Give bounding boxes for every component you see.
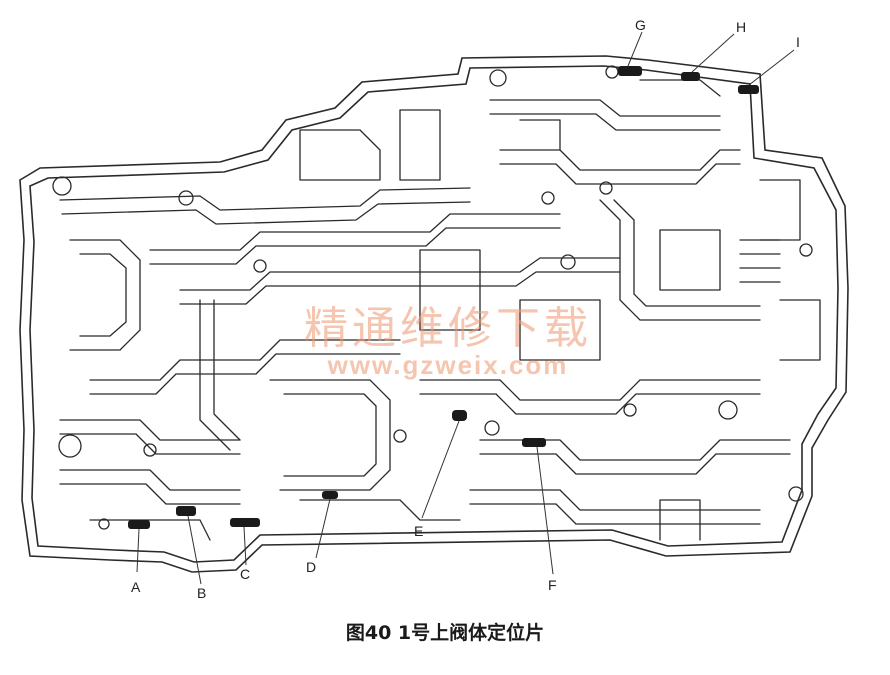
marker-e: [452, 410, 467, 421]
marker-c: [230, 518, 260, 527]
label-d: D: [306, 559, 316, 575]
label-c: C: [240, 566, 250, 582]
marker-d: [322, 491, 338, 499]
label-b: B: [197, 585, 206, 601]
leader-e: [421, 420, 460, 519]
label-g: G: [635, 17, 646, 33]
callout-labels: A B C D E F G H I: [131, 17, 800, 601]
plate-holes: [52, 65, 813, 530]
label-h: H: [736, 19, 746, 35]
marker-f: [522, 438, 546, 447]
plate-inner-outline: [29, 65, 839, 563]
leader-h: [691, 33, 735, 73]
positioning-markers: [128, 66, 759, 529]
marker-i: [738, 85, 759, 94]
label-a: A: [131, 579, 141, 595]
leader-f: [536, 446, 554, 575]
oil-passages: [59, 79, 821, 541]
label-f: F: [548, 577, 557, 593]
leader-g: [627, 31, 643, 67]
marker-g: [618, 66, 642, 76]
marker-b: [176, 506, 196, 516]
label-e: E: [414, 523, 423, 539]
plate-outline: [19, 55, 849, 573]
leader-lines: [136, 31, 795, 585]
leader-a: [136, 528, 140, 573]
figure-caption: 图40 1号上阀体定位片: [345, 622, 545, 644]
marker-a: [128, 520, 150, 529]
label-i: I: [796, 34, 800, 50]
marker-h: [681, 72, 700, 81]
leader-b: [187, 515, 202, 585]
leader-i: [748, 49, 795, 86]
watermark-chinese-text: 精通维修下载: [304, 303, 592, 354]
watermark-url: www.gzweix.com: [327, 350, 569, 380]
leader-c: [243, 526, 247, 566]
leader-d: [315, 498, 331, 559]
